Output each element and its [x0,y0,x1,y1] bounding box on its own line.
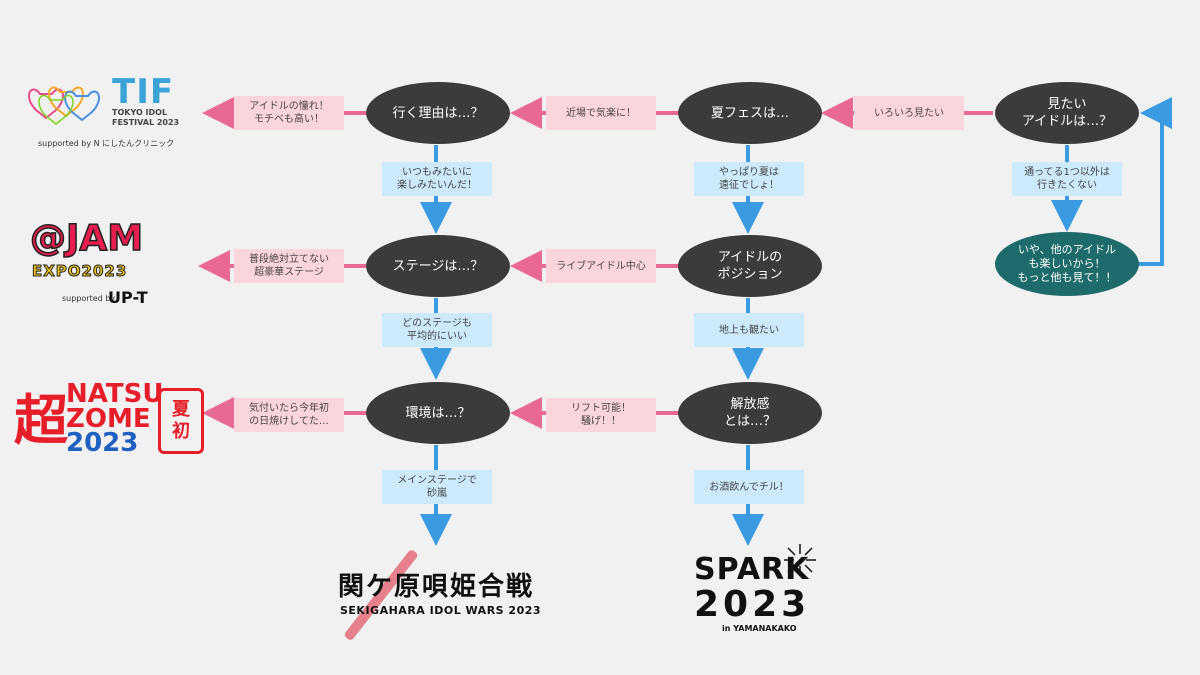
label-lift: リフト可能！ 騒げ！！ [546,398,656,432]
label-kinjo: 近場で気楽に！ [546,96,656,130]
natsuzome-cho: 超 [14,388,68,452]
spark-logo-text: SPARK [694,552,810,587]
sekigahara-logo-text: 関ケ原唄姫合戦 [338,572,535,602]
node-iku: 行く理由は…？ [366,82,510,144]
label-dono: どのステージも 平均的にいい [382,313,492,347]
node-miru: 見たい アイドルは…？ [995,82,1139,144]
label-osake: お酒飲んでチル！ [694,470,804,504]
label-live: ライブアイドル中心 [546,249,656,283]
natsuzome-natsu: NATSU [66,379,164,409]
arrow-tanoshii-loop [1138,97,1172,266]
node-tanoshii: いや、他のアイドル も楽しいから！ もっと他も見て！！ [995,232,1139,296]
label-kayotteru: 通ってる1つ以外は 行きたくない [1012,162,1122,196]
tif-logo-text: TIF [112,72,175,112]
node-idol-position: アイドルの ポジション [678,235,822,297]
label-main-stage: メインステージで 砂嵐 [382,470,492,504]
label-akogare: アイドルの憧れ！ モチベも高い！ [234,96,344,130]
spark-location: in YAMANAKAKO [722,624,797,633]
spark-year: 2023 [694,584,811,625]
spark-firework-icon [784,544,816,576]
jam-expo-text: EXPO2023 [31,262,128,281]
node-natsu: 夏フェスは… [678,82,822,144]
node-kaihou: 解放感 とは…？ [678,382,822,444]
label-iroiro: いろいろ見たい [854,96,964,130]
sekigahara-sub: SEKIGAHARA IDOL WARS 2023 [340,604,542,617]
label-yappari: やっぱり夏は 遠征でしょ！ [694,162,804,196]
natsuzome-year: 2023 [66,428,139,458]
natsuzome-zome: ZOME [66,404,151,434]
tif-hearts-logo [28,86,100,125]
node-kankyo: 環境は…？ [366,382,510,444]
label-itsumo: いつもみたいに 楽しみたいんだ！ [382,162,492,196]
tif-logo-sub: TOKYO IDOL FESTIVAL 2023 [112,108,180,127]
jam-logo-text: @JAM [29,217,144,260]
natsuzome-box: 夏 初 [158,388,204,454]
jam-sponsor: UP-T [108,288,148,307]
label-chijou: 地上も観たい [694,313,804,347]
jam-support: supported by [62,294,116,303]
node-stage: ステージは…？ [366,235,510,297]
label-fudan: 普段絶対立てない 超豪華ステージ [234,249,344,283]
label-kizuitara: 気付いたら今年初 の日焼けしてた… [234,398,344,432]
tif-support: supported by N にしたんクリニック [38,139,175,148]
